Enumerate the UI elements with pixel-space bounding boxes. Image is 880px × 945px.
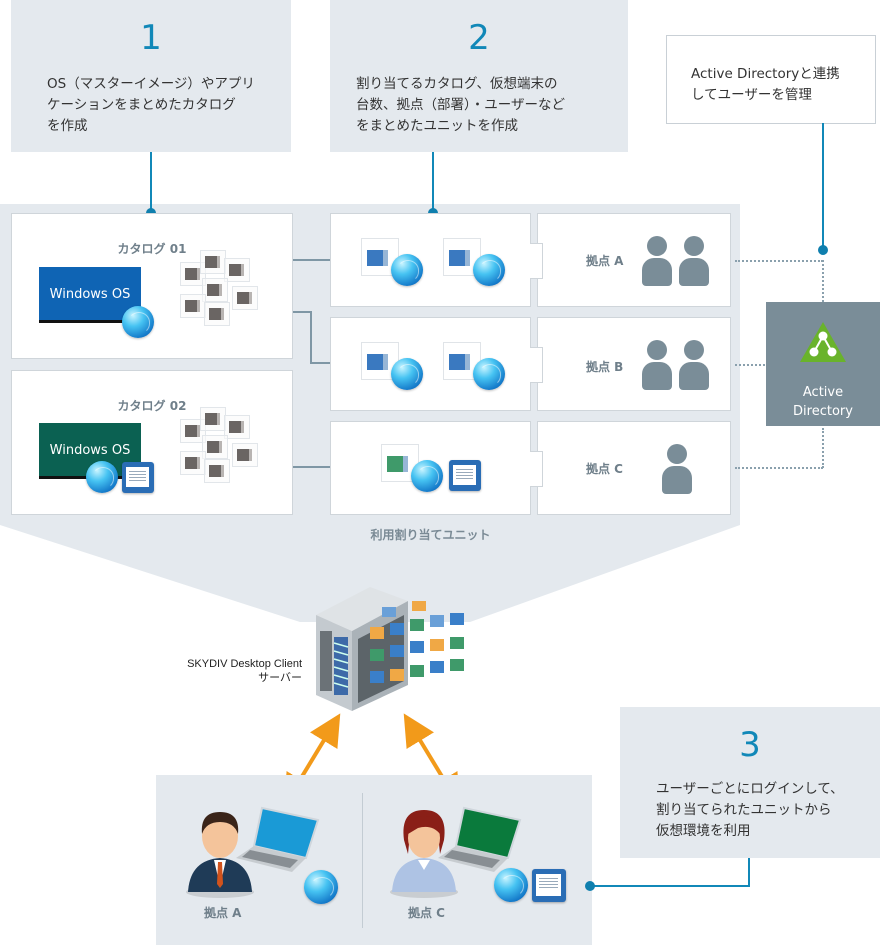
user-icon (642, 340, 672, 390)
client-location-a[interactable]: 拠点 A (180, 800, 350, 920)
catalog-01-to-unit-a-line (293, 259, 331, 261)
step-2-text: 割り当てるカタログ、仮想端末の 台数、拠点（部署）・ユーザーなど をまとめたユニ… (356, 76, 565, 134)
globe-icon (391, 358, 423, 390)
catalog-01-panel[interactable]: カタログ 01 Windows OS (11, 213, 293, 359)
globe-icon (391, 254, 423, 286)
globe-icon (86, 461, 118, 493)
step-3-number: 3 (739, 725, 761, 765)
virtual-machines-grid-icon (180, 407, 266, 483)
windows-os-label: Windows OS (49, 287, 131, 302)
unit-a-vm-panel[interactable] (330, 213, 531, 307)
server-label-line1: SKYDIV Desktop Client (187, 658, 302, 670)
globe-icon (122, 306, 154, 338)
active-directory-note: Active Directoryと連携 してユーザーを管理 (666, 35, 876, 124)
globe-icon (494, 868, 528, 902)
ad-note-connector (822, 123, 824, 249)
vm-colored-tiles (370, 601, 464, 683)
step-2-connector (432, 152, 434, 212)
female-user-avatar-icon (390, 810, 458, 898)
active-directory-note-text: Active Directoryと連携 してユーザーを管理 (691, 66, 840, 103)
catalog-01-title: カタログ 01 (117, 242, 187, 256)
active-directory-box[interactable]: Active Directory (766, 302, 880, 426)
windows-os-label: Windows OS (49, 443, 131, 458)
location-a-label: 拠点 A (586, 254, 624, 268)
male-user-avatar-icon (186, 812, 254, 898)
unit-b-jigsaw-tab (530, 347, 543, 383)
user-icon (642, 236, 672, 286)
client-location-a-label: 拠点 A (204, 906, 242, 920)
unit-c-location-panel[interactable]: 拠点 C (537, 421, 731, 515)
globe-icon (304, 870, 338, 904)
laptop-icon (438, 806, 522, 872)
globe-icon (473, 358, 505, 390)
document-app-icon (122, 462, 154, 493)
step-1-text: OS（マスターイメージ）やアプリ ケーションをまとめたカタログ を作成 (47, 76, 255, 134)
catalog-02-panel[interactable]: カタログ 02 Windows OS (11, 370, 293, 515)
ad-link-unit-b (735, 364, 765, 366)
globe-icon (411, 460, 443, 492)
unit-c-jigsaw-tab (530, 451, 543, 487)
ad-link-unit-c (735, 467, 823, 469)
user-icon (679, 236, 709, 286)
catalog-02-title: カタログ 02 (117, 399, 187, 413)
globe-icon (473, 254, 505, 286)
step-2-number: 2 (468, 18, 490, 58)
catalog-01-to-unit-b-line (293, 311, 311, 313)
catalog-02-to-unit-c-line (293, 466, 331, 468)
location-b-label: 拠点 B (586, 360, 624, 374)
step-3-connector-dot (585, 881, 595, 891)
client-location-c-label: 拠点 C (408, 906, 445, 920)
unit-b-location-panel[interactable]: 拠点 B (537, 317, 731, 411)
client-location-c[interactable]: 拠点 C (382, 800, 582, 920)
step-1-box: 1 OS（マスターイメージ）やアプリ ケーションをまとめたカタログ を作成 (11, 0, 291, 152)
unit-a-jigsaw-tab (530, 243, 543, 279)
step-3-connector-horizontal (592, 885, 750, 887)
user-icon (662, 444, 692, 494)
unit-b-vm-panel[interactable] (330, 317, 531, 411)
step-1-connector (150, 152, 152, 212)
step-1-number: 1 (140, 18, 162, 58)
step-3-text: ユーザーごとにログインして、 割り当てられたユニットから 仮想環境を利用 (656, 781, 844, 839)
location-c-label: 拠点 C (586, 462, 623, 476)
virtual-machines-grid-icon (180, 250, 266, 326)
windows-os-image: Windows OS (39, 267, 141, 323)
client-divider (362, 793, 363, 928)
step-2-box: 2 割り当てるカタログ、仮想端末の 台数、拠点（部署）・ユーザーなど をまとめた… (330, 0, 628, 152)
server-icon (316, 587, 464, 711)
user-icon (679, 340, 709, 390)
active-directory-label: Active Directory (793, 385, 853, 419)
step-3-box: 3 ユーザーごとにログインして、 割り当てられたユニットから 仮想環境を利用 (620, 707, 880, 858)
step-3-connector (748, 858, 750, 887)
document-app-icon (449, 460, 481, 491)
units-caption: 利用割り当てユニット (370, 528, 491, 542)
laptop-icon (236, 806, 320, 872)
server-label: SKYDIV Desktop Client サーバー (150, 657, 302, 685)
unit-c-vm-panel[interactable] (330, 421, 531, 515)
active-directory-triangle-icon (800, 322, 846, 362)
ad-note-connector-dot (818, 245, 828, 255)
server-label-line2: サーバー (258, 672, 302, 684)
unit-a-location-panel[interactable]: 拠点 A (537, 213, 731, 307)
ad-link-unit-a (735, 260, 823, 262)
document-app-icon (532, 869, 566, 902)
